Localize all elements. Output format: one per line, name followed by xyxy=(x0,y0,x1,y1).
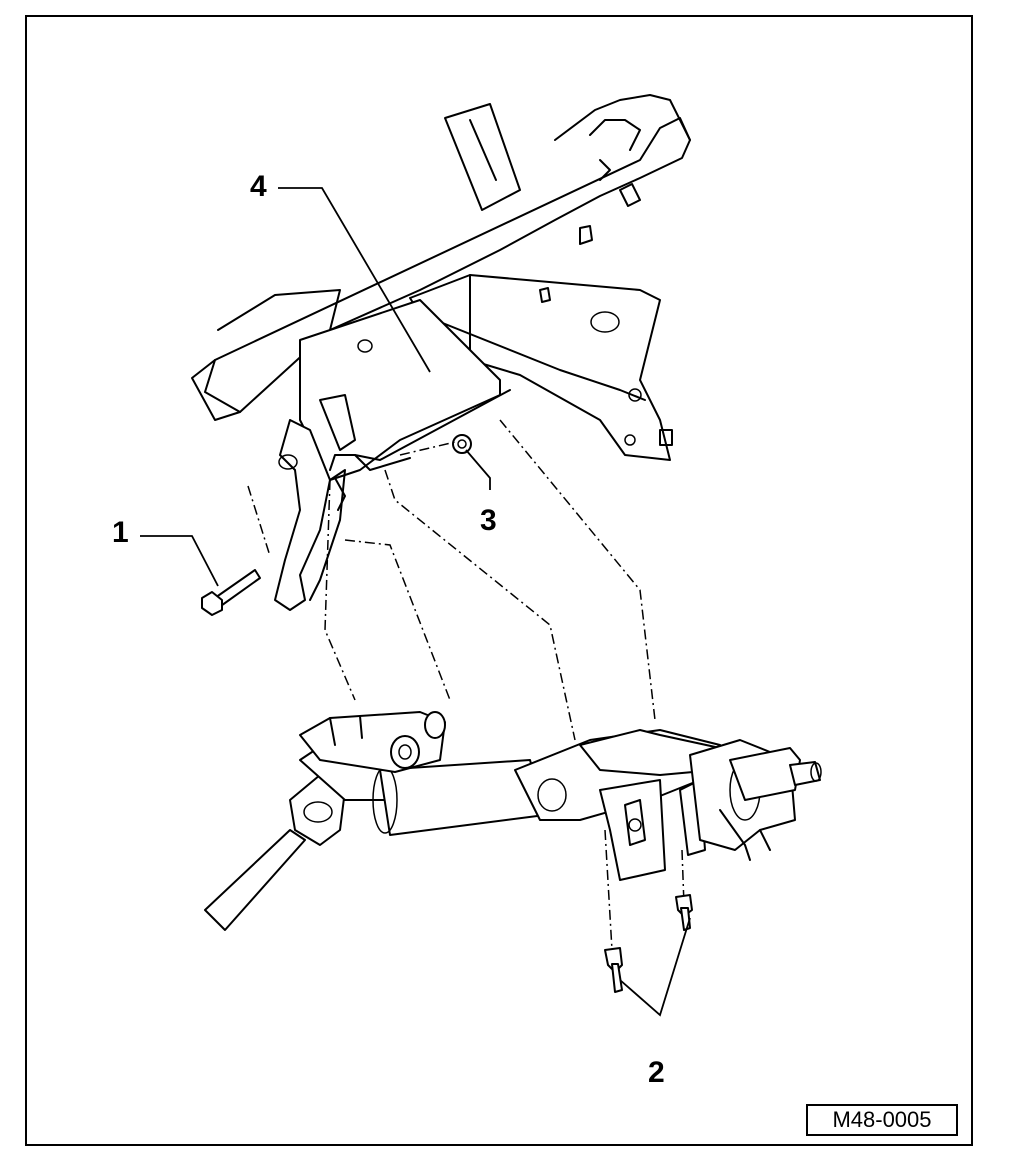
diagram-frame xyxy=(25,15,973,1146)
callout-4: 4 xyxy=(250,170,267,203)
callout-1: 1 xyxy=(112,516,129,549)
callout-2: 2 xyxy=(648,1056,665,1089)
leader-lines xyxy=(140,187,691,1017)
nut xyxy=(452,434,472,454)
figure-id-label: M48-0005 xyxy=(806,1104,958,1136)
column-bolts xyxy=(604,894,693,993)
callout-3: 3 xyxy=(480,504,497,537)
bolt xyxy=(201,569,261,616)
steering-column xyxy=(204,711,822,931)
cross-member-support xyxy=(191,94,691,611)
